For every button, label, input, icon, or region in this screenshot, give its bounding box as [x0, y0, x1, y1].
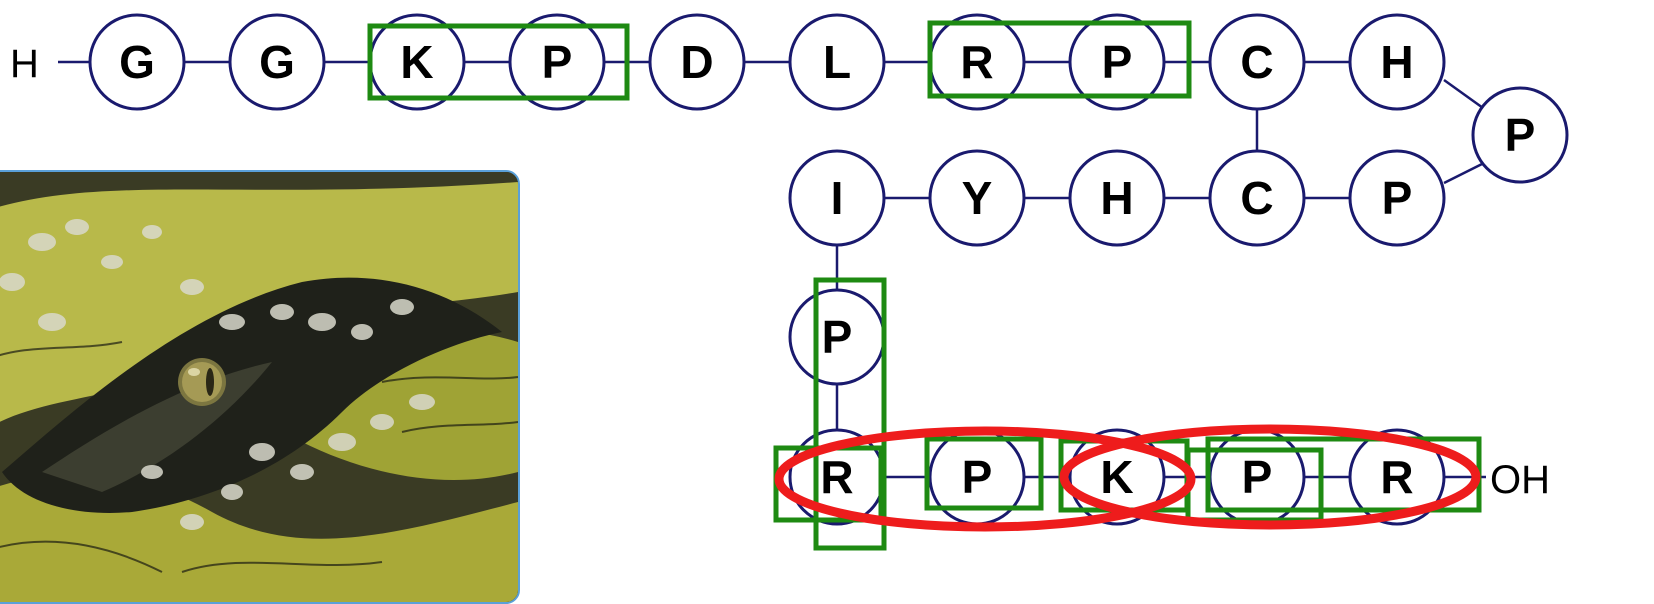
snake-photo-image [0, 172, 518, 602]
residue-5-d: D [648, 13, 746, 111]
residue-16-i: I [788, 149, 886, 247]
residue-circle [1208, 149, 1306, 247]
residue-letter: I [831, 172, 844, 224]
motif-box-pr-vertical [813, 277, 887, 551]
residue-circle [1348, 13, 1446, 111]
residue-19-p: P [928, 428, 1026, 526]
residue-circle [88, 13, 186, 111]
residue-chain: G G K P D L R P C H P P C H Y I P R P K P R [88, 13, 1569, 526]
residue-letter: L [823, 36, 851, 88]
motif-box-rp [927, 20, 1192, 99]
residue-circle [1068, 13, 1166, 111]
residue-14-h: H [1068, 149, 1166, 247]
residue-circle [788, 149, 886, 247]
residue-letter: Y [962, 172, 993, 224]
residue-circle [1348, 149, 1446, 247]
residue-4-p: P [508, 13, 606, 111]
residue-letter: P [1242, 451, 1273, 503]
residue-circle [1208, 13, 1306, 111]
residue-3-k: K [368, 13, 466, 111]
c-terminus-label: OH [1490, 458, 1550, 502]
residue-circle [1471, 86, 1569, 184]
residue-circle [788, 13, 886, 111]
highlight-oval-rpk [774, 426, 1196, 532]
residue-9-c: C [1208, 13, 1306, 111]
highlight-ovals [774, 424, 1481, 532]
residue-12-p: P [1348, 149, 1446, 247]
n-terminus-label: H [10, 42, 39, 86]
residue-circle [1068, 149, 1166, 247]
residue-10-h: H [1348, 13, 1446, 111]
residue-1-g: G [88, 13, 186, 111]
residue-letter: P [1102, 36, 1133, 88]
residue-letter: C [1240, 172, 1273, 224]
residue-11-p: P [1471, 86, 1569, 184]
residue-letter: R [820, 451, 853, 503]
residue-letter: K [400, 36, 433, 88]
residue-17-p: P [788, 288, 886, 386]
residue-letter: C [1240, 36, 1273, 88]
residue-8-p: P [1068, 13, 1166, 111]
residue-circle [1348, 428, 1446, 526]
residue-letter: H [1100, 172, 1133, 224]
residue-letter: R [960, 36, 993, 88]
residue-letter: G [259, 36, 295, 88]
residue-letter: P [1505, 109, 1536, 161]
residue-letter: G [119, 36, 155, 88]
residue-22-r: R [1348, 428, 1446, 526]
residue-circle [928, 149, 1026, 247]
residue-circle [648, 13, 746, 111]
residue-letter: P [822, 311, 853, 363]
residue-circle [508, 13, 606, 111]
residue-15-y: Y [928, 149, 1026, 247]
snake-photo [0, 170, 520, 604]
residue-2-g: G [228, 13, 326, 111]
residue-13-c: C [1208, 149, 1306, 247]
residue-7-r: R [928, 13, 1026, 111]
residue-letter: R [1380, 451, 1413, 503]
residue-letter: D [680, 36, 713, 88]
residue-letter: P [1382, 172, 1413, 224]
residue-letter: P [962, 451, 993, 503]
residue-letter: K [1100, 451, 1133, 503]
residue-letter: H [1380, 36, 1413, 88]
highlight-oval-kpr [1059, 424, 1481, 530]
residue-letter: P [542, 36, 573, 88]
motif-box-pk [924, 436, 1044, 511]
peptide-diagram: H OH G G K P D L R P C H P P C H Y I P R P K P R [10, 13, 1569, 551]
residue-6-l: L [788, 13, 886, 111]
residue-circle [228, 13, 326, 111]
motif-box-kp [367, 23, 630, 101]
